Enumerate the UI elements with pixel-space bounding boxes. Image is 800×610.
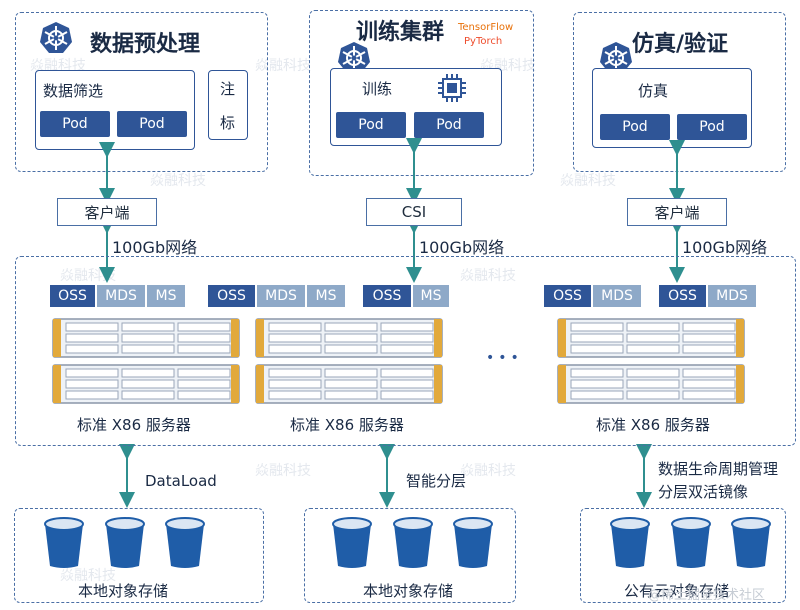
note-char: 标 (220, 114, 236, 132)
bucket-icon (105, 517, 145, 568)
ellipsis: ••• (486, 350, 523, 366)
watermark-text: 焱融科技 (255, 463, 311, 479)
csi-box: CSI (366, 198, 462, 226)
footer-watermark: @稀土掘金技术社区 (648, 588, 766, 603)
bucket-icon (671, 517, 711, 568)
server-unit (255, 318, 443, 358)
training-title: 训练集群 (356, 20, 445, 45)
mds-tag: MDS (593, 285, 641, 307)
simulation-title: 仿真/验证 (632, 32, 729, 57)
preprocess-title: 数据预处理 (90, 32, 201, 57)
watermark-text: 焱融科技 (60, 568, 116, 584)
kubernetes-icon (40, 22, 72, 53)
watermark-text: 焱融科技 (460, 463, 516, 479)
gpu-chip-icon (438, 74, 466, 102)
pod: Pod (336, 112, 406, 138)
mirror-label: 分层双活镜像 (658, 483, 749, 501)
pod: Pod (600, 114, 670, 140)
ms-tag: MS (147, 285, 185, 307)
watermark-text: 焱融科技 (150, 173, 206, 189)
client-box: 客户端 (627, 198, 727, 226)
ms-tag: MS (307, 285, 345, 307)
store-label: 本地对象存储 (78, 582, 169, 600)
oss-tag: OSS (659, 285, 706, 307)
network-label: 100Gb网络 (682, 238, 768, 257)
local-object-store (304, 508, 516, 603)
pytorch-logo: PyTorch (464, 36, 503, 47)
bucket-icon (453, 517, 493, 568)
pod: Pod (117, 111, 187, 137)
tiering-label: 智能分层 (406, 472, 467, 490)
dataload-label: DataLoad (145, 472, 217, 490)
pod: Pod (40, 111, 110, 137)
note-char: 注 (220, 80, 236, 98)
watermark-text: 焱融科技 (255, 58, 311, 74)
ms-tag: MS (413, 285, 449, 307)
bucket-icon (731, 517, 771, 568)
bucket-icon (610, 517, 650, 568)
server-unit (557, 318, 745, 358)
client-box: 客户端 (57, 198, 157, 226)
public-cloud-object-store (580, 508, 786, 603)
bucket-icon (165, 517, 205, 568)
network-label: 100Gb网络 (419, 238, 505, 257)
watermark-text: 焱融科技 (560, 173, 616, 189)
server-label: 标准 X86 服务器 (596, 416, 710, 434)
local-object-store (14, 508, 264, 603)
storage-cluster (15, 256, 796, 446)
note-box (208, 70, 248, 140)
server-unit (52, 364, 240, 404)
server-label: 标准 X86 服务器 (290, 416, 404, 434)
store-label: 公有云对象存储 (624, 582, 730, 600)
kubernetes-icon (600, 42, 632, 73)
preprocess-cluster (15, 12, 268, 172)
server-unit (52, 318, 240, 358)
kubernetes-icon (338, 42, 370, 73)
bucket-icon (44, 517, 84, 568)
simulation-label: 仿真 (638, 82, 669, 100)
training-label: 训练 (362, 80, 393, 98)
mds-tag: MDS (97, 285, 145, 307)
tensorflow-logo: TensorFlow (458, 22, 514, 33)
lifecycle-label: 数据生命周期管理 (658, 460, 779, 478)
store-label: 本地对象存储 (363, 582, 454, 600)
oss-tag: OSS (50, 285, 95, 307)
oss-tag: OSS (363, 285, 411, 307)
bucket-icon (393, 517, 433, 568)
network-label: 100Gb网络 (112, 238, 198, 257)
mds-tag: MDS (708, 285, 756, 307)
pod: Pod (414, 112, 484, 138)
bucket-icon (332, 517, 372, 568)
server-unit (557, 364, 745, 404)
watermark-text: 焱融科技 (460, 268, 516, 284)
server-label: 标准 X86 服务器 (77, 416, 191, 434)
oss-tag: OSS (208, 285, 255, 307)
data-filter-label: 数据筛选 (43, 82, 104, 100)
mds-tag: MDS (257, 285, 305, 307)
pod: Pod (677, 114, 747, 140)
server-unit (255, 364, 443, 404)
oss-tag: OSS (544, 285, 591, 307)
